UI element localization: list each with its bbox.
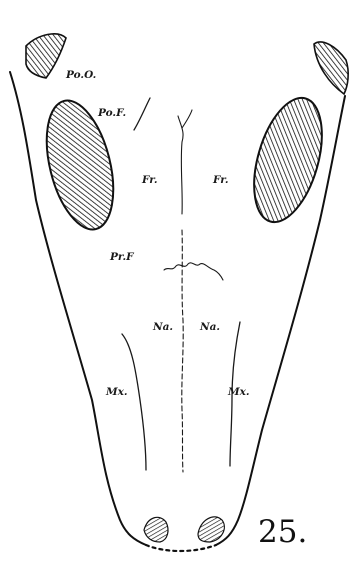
label-postfrontal: Po.F.: [97, 107, 126, 119]
right-postorbital-fragment: [314, 42, 348, 94]
left-postorbital-fragment: [26, 34, 66, 78]
postfrontal-suture: [134, 98, 150, 130]
figure-number: 25.: [258, 514, 307, 550]
label-frontal-left: Fr.: [141, 174, 158, 186]
label-maxilla-right: Mx.: [227, 386, 250, 398]
right-naris: [198, 517, 224, 542]
label-nasal-left: Na.: [152, 321, 173, 333]
left-naris: [144, 517, 168, 542]
frontal-midline-suture: [178, 116, 183, 214]
label-frontal-right: Fr.: [212, 174, 229, 186]
label-nasal-right: Na.: [199, 321, 220, 333]
label-postorbital: Po.O.: [65, 69, 96, 81]
right-orbit: [242, 90, 335, 230]
frontonasal-suture: [164, 263, 223, 280]
label-maxilla-left: Mx.: [105, 386, 128, 398]
label-prefrontal: Pr.F: [109, 251, 135, 263]
frontal-midline-fork: [182, 110, 192, 128]
snout-tip-margin: [146, 545, 216, 551]
left-nasomaxillary-suture: [122, 334, 146, 470]
